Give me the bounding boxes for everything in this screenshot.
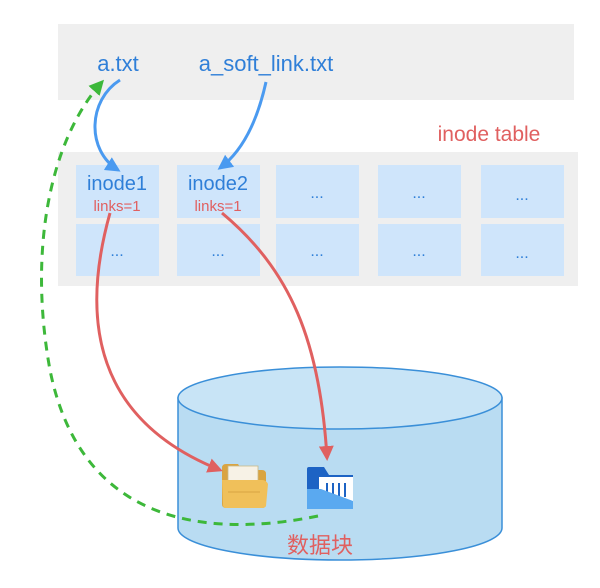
arrow-inode1-to-file-data [95, 212, 223, 473]
arrow-soft-link-to-inode2 [217, 81, 268, 170]
inode-ellipsis: ... [412, 185, 425, 202]
inode-table-title: inode table [438, 123, 541, 146]
inode-cell [378, 165, 461, 218]
file-a-txt: a.txt [97, 51, 139, 76]
inode-cell [76, 165, 159, 218]
inode-cell [76, 224, 159, 276]
inode-ellipsis: ... [310, 243, 323, 260]
directory-panel [58, 24, 574, 100]
arrow-inode2-to-link-data [221, 211, 334, 461]
inode1-links: links=1 [93, 198, 140, 215]
inode-cell [378, 224, 461, 276]
data-block-label: 数据块 [287, 533, 353, 558]
arrow-soft-link-data-to-a-txt [40, 79, 319, 526]
inode-cell [177, 165, 260, 218]
folder-icon [222, 464, 268, 508]
inode-ellipsis: ... [515, 187, 528, 204]
inode-ellipsis: ... [412, 243, 425, 260]
inode-ellipsis: ... [515, 245, 528, 262]
file-a-soft-link: a_soft_link.txt [199, 51, 334, 76]
inode-cell [481, 165, 564, 218]
inode-ellipsis: ... [310, 185, 323, 202]
inode1-label: inode1 [87, 173, 147, 195]
inode-cell [177, 224, 260, 276]
inode2-links: links=1 [194, 198, 241, 215]
arrow-a-txt-to-inode1 [93, 78, 121, 172]
data-block-cylinder [177, 366, 503, 561]
inode-cell [276, 165, 359, 218]
inode-ellipsis: ... [110, 243, 123, 260]
inode2-label: inode2 [188, 173, 248, 195]
inode-ellipsis: ... [211, 243, 224, 260]
inode-cell [481, 224, 564, 276]
inode-cell [276, 224, 359, 276]
folder-open-icon [307, 467, 353, 509]
